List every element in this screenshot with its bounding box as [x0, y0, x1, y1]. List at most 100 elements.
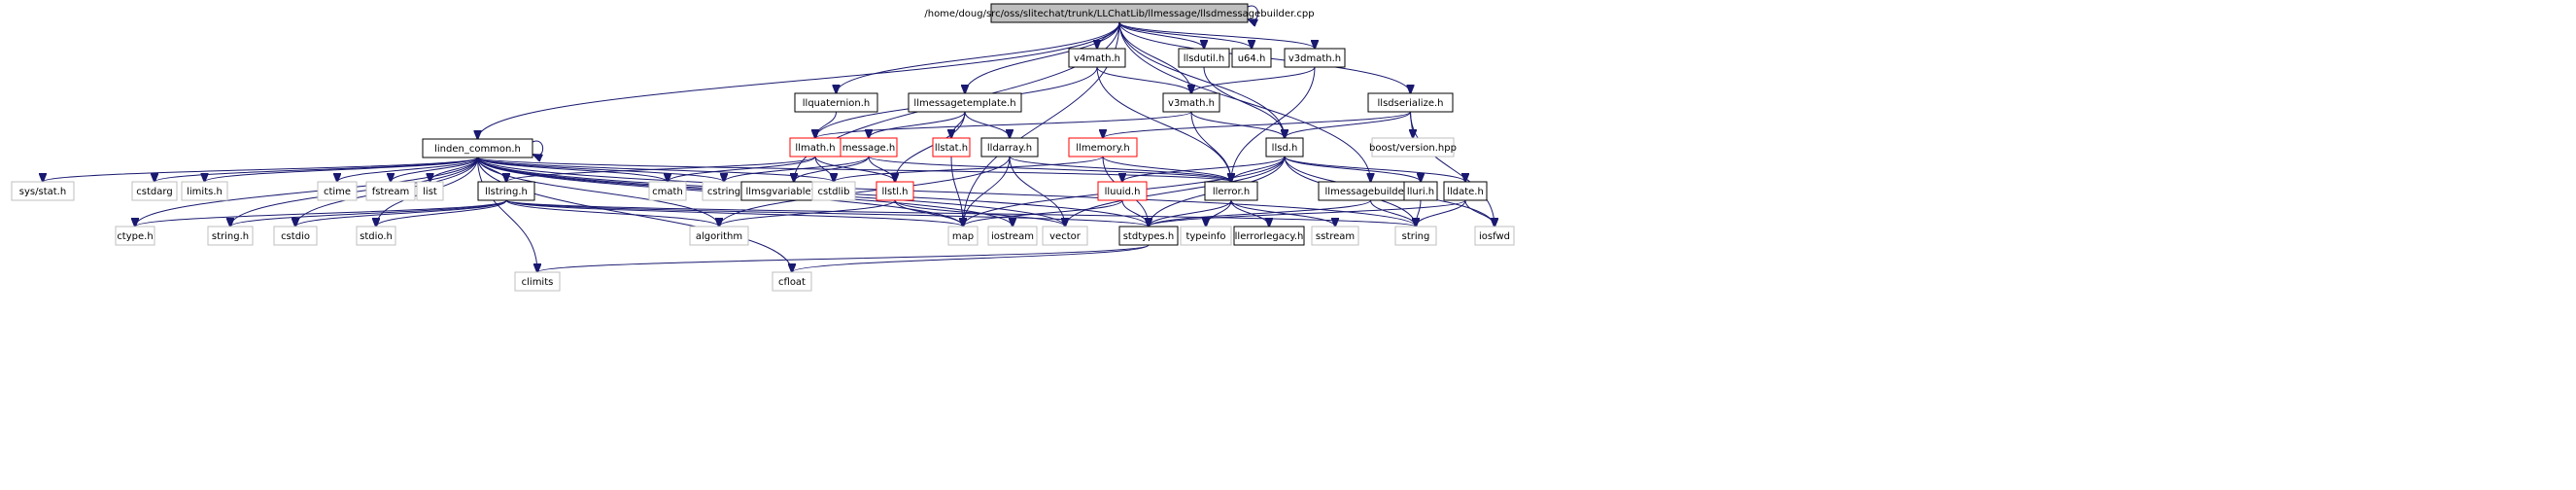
node-box — [1394, 226, 1437, 246]
node-cstdlib[interactable]: cstdlib — [811, 181, 856, 201]
node-llstring[interactable]: llstring.h — [477, 181, 535, 201]
node-typeinfo[interactable]: typeinfo — [1180, 226, 1232, 246]
node-label: stdio.h — [360, 231, 393, 242]
edge-lluri-to-string — [1416, 199, 1422, 227]
node-v3math[interactable]: v3math.h — [1162, 92, 1220, 113]
node-layer: /home/doug/src/oss/slitechat/trunk/LLCha… — [11, 3, 1515, 292]
edge-root-to-llsd — [1118, 21, 1285, 138]
node-algorithm[interactable]: algorithm — [689, 226, 749, 246]
edge-linden-common-to-climits — [477, 157, 538, 272]
node-box — [1180, 226, 1232, 246]
edge-root-to-llquaternion — [837, 21, 1120, 93]
node-llmemory[interactable]: llmemory.h — [1068, 137, 1138, 158]
node-box — [947, 226, 979, 246]
node-label: vector — [1049, 231, 1082, 242]
node-box — [772, 271, 812, 292]
node-boost-version[interactable]: boost/version.hpp — [1369, 137, 1457, 158]
edge-linden-common-to-algorithm — [477, 157, 720, 227]
node-box — [648, 181, 687, 201]
node-label: llmsgvariabletype.h — [745, 187, 841, 197]
node-llmessagebuilder[interactable]: llmessagebuilder.h — [1318, 181, 1424, 201]
node-cfloat[interactable]: cfloat — [772, 271, 812, 292]
edge-llmemory-to-llerror — [1102, 156, 1231, 182]
node-lldarray[interactable]: lldarray.h — [980, 137, 1039, 158]
edge-llstring-to-stdio — [376, 199, 507, 227]
edge-v4math-to-llerror — [1096, 66, 1231, 182]
node-cmath[interactable]: cmath — [648, 181, 687, 201]
node-linden-common[interactable]: linden_common.h — [422, 138, 533, 158]
node-ctime[interactable]: ctime — [317, 181, 358, 201]
edge-v3dmath-to-v3math — [1191, 66, 1316, 93]
node-climits[interactable]: climits — [514, 271, 561, 292]
node-llstat[interactable]: llstat.h — [932, 137, 971, 158]
node-box — [794, 92, 878, 113]
node-sstream[interactable]: sstream — [1311, 226, 1359, 246]
edge-root-to-llsdutil — [1118, 21, 1204, 49]
node-lluri[interactable]: lluri.h — [1403, 181, 1438, 201]
node-label: cstdlib — [818, 187, 850, 197]
node-label: v3dmath.h — [1288, 53, 1341, 64]
node-v4math[interactable]: v4math.h — [1068, 48, 1126, 68]
node-box — [811, 181, 856, 201]
node-label: llstat.h — [935, 143, 968, 154]
node-box — [11, 181, 75, 201]
node-cstdio[interactable]: cstdio — [273, 226, 318, 246]
node-cstdarg[interactable]: cstdarg — [131, 181, 178, 201]
node-llerror[interactable]: llerror.h — [1204, 181, 1258, 201]
node-llsdserialize[interactable]: llsdserialize.h — [1367, 92, 1454, 113]
node-label: algorithm — [696, 231, 742, 242]
node-stdtypes[interactable]: stdtypes.h — [1118, 226, 1179, 246]
node-iosfwd[interactable]: iosfwd — [1474, 226, 1515, 246]
node-label: llsdutil.h — [1184, 53, 1224, 64]
node-llerrorlegacy[interactable]: llerrorlegacy.h — [1233, 226, 1305, 246]
edge-llmath-to-cmath — [668, 156, 816, 182]
node-limits[interactable]: limits.h — [181, 181, 228, 201]
node-lldate[interactable]: lldate.h — [1443, 181, 1488, 201]
node-string-h[interactable]: string.h — [207, 226, 254, 246]
node-map[interactable]: map — [947, 226, 979, 246]
node-llmath[interactable]: llmath.h — [789, 137, 841, 158]
node-label: llmath.h — [795, 143, 835, 154]
node-llstl[interactable]: llstl.h — [876, 181, 914, 201]
node-iostream[interactable]: iostream — [987, 226, 1038, 246]
node-string[interactable]: string — [1394, 226, 1437, 246]
node-box — [1231, 48, 1272, 68]
edge-llsd-to-vector — [1065, 156, 1286, 227]
node-llquaternion[interactable]: llquaternion.h — [794, 92, 878, 113]
node-ctype[interactable]: ctype.h — [115, 226, 155, 246]
edge-linden-common-to-ctype — [135, 157, 478, 227]
edge-linden-common-to-cstdarg — [155, 157, 478, 182]
node-box — [317, 181, 358, 201]
node-box — [1097, 181, 1148, 201]
node-box — [980, 137, 1039, 158]
edge-v3math-to-llerror — [1190, 111, 1231, 182]
node-lluuid[interactable]: lluuid.h — [1097, 181, 1148, 201]
node-u64[interactable]: u64.h — [1231, 48, 1272, 68]
node-label: llsdserialize.h — [1378, 98, 1444, 109]
node-message[interactable]: message.h — [840, 137, 898, 158]
node-root[interactable]: /home/doug/src/oss/slitechat/trunk/LLCha… — [924, 3, 1315, 23]
node-vector[interactable]: vector — [1042, 226, 1088, 246]
node-cstring[interactable]: cstring — [702, 181, 746, 201]
edge-root-to-llmessagetemplate — [965, 21, 1120, 93]
node-label: llmemory.h — [1076, 143, 1129, 154]
edge-llstring-to-map — [505, 199, 963, 227]
node-label: cstdio — [281, 231, 310, 242]
node-label: llstl.h — [882, 187, 909, 197]
edge-llstring-to-cstdio — [295, 199, 507, 227]
node-box — [1068, 137, 1138, 158]
node-stdio[interactable]: stdio.h — [356, 226, 396, 246]
node-label: llmessagebuilder.h — [1325, 187, 1417, 197]
node-box — [1265, 137, 1304, 158]
node-label: ctype.h — [117, 231, 153, 242]
node-list[interactable]: list — [416, 181, 444, 201]
node-llsdutil[interactable]: llsdutil.h — [1178, 48, 1230, 68]
edge-lldarray-to-llerror — [1009, 156, 1231, 182]
node-llmessagetemplate[interactable]: llmessagetemplate.h — [908, 92, 1022, 113]
node-fstream[interactable]: fstream — [365, 181, 416, 201]
edge-linden-common-to-sys-stat — [43, 157, 478, 182]
node-llsd[interactable]: llsd.h — [1265, 137, 1304, 158]
node-sys-stat[interactable]: sys/stat.h — [11, 181, 75, 201]
node-v3dmath[interactable]: v3dmath.h — [1284, 48, 1346, 68]
edge-llmessagetemplate-to-message — [869, 111, 966, 138]
